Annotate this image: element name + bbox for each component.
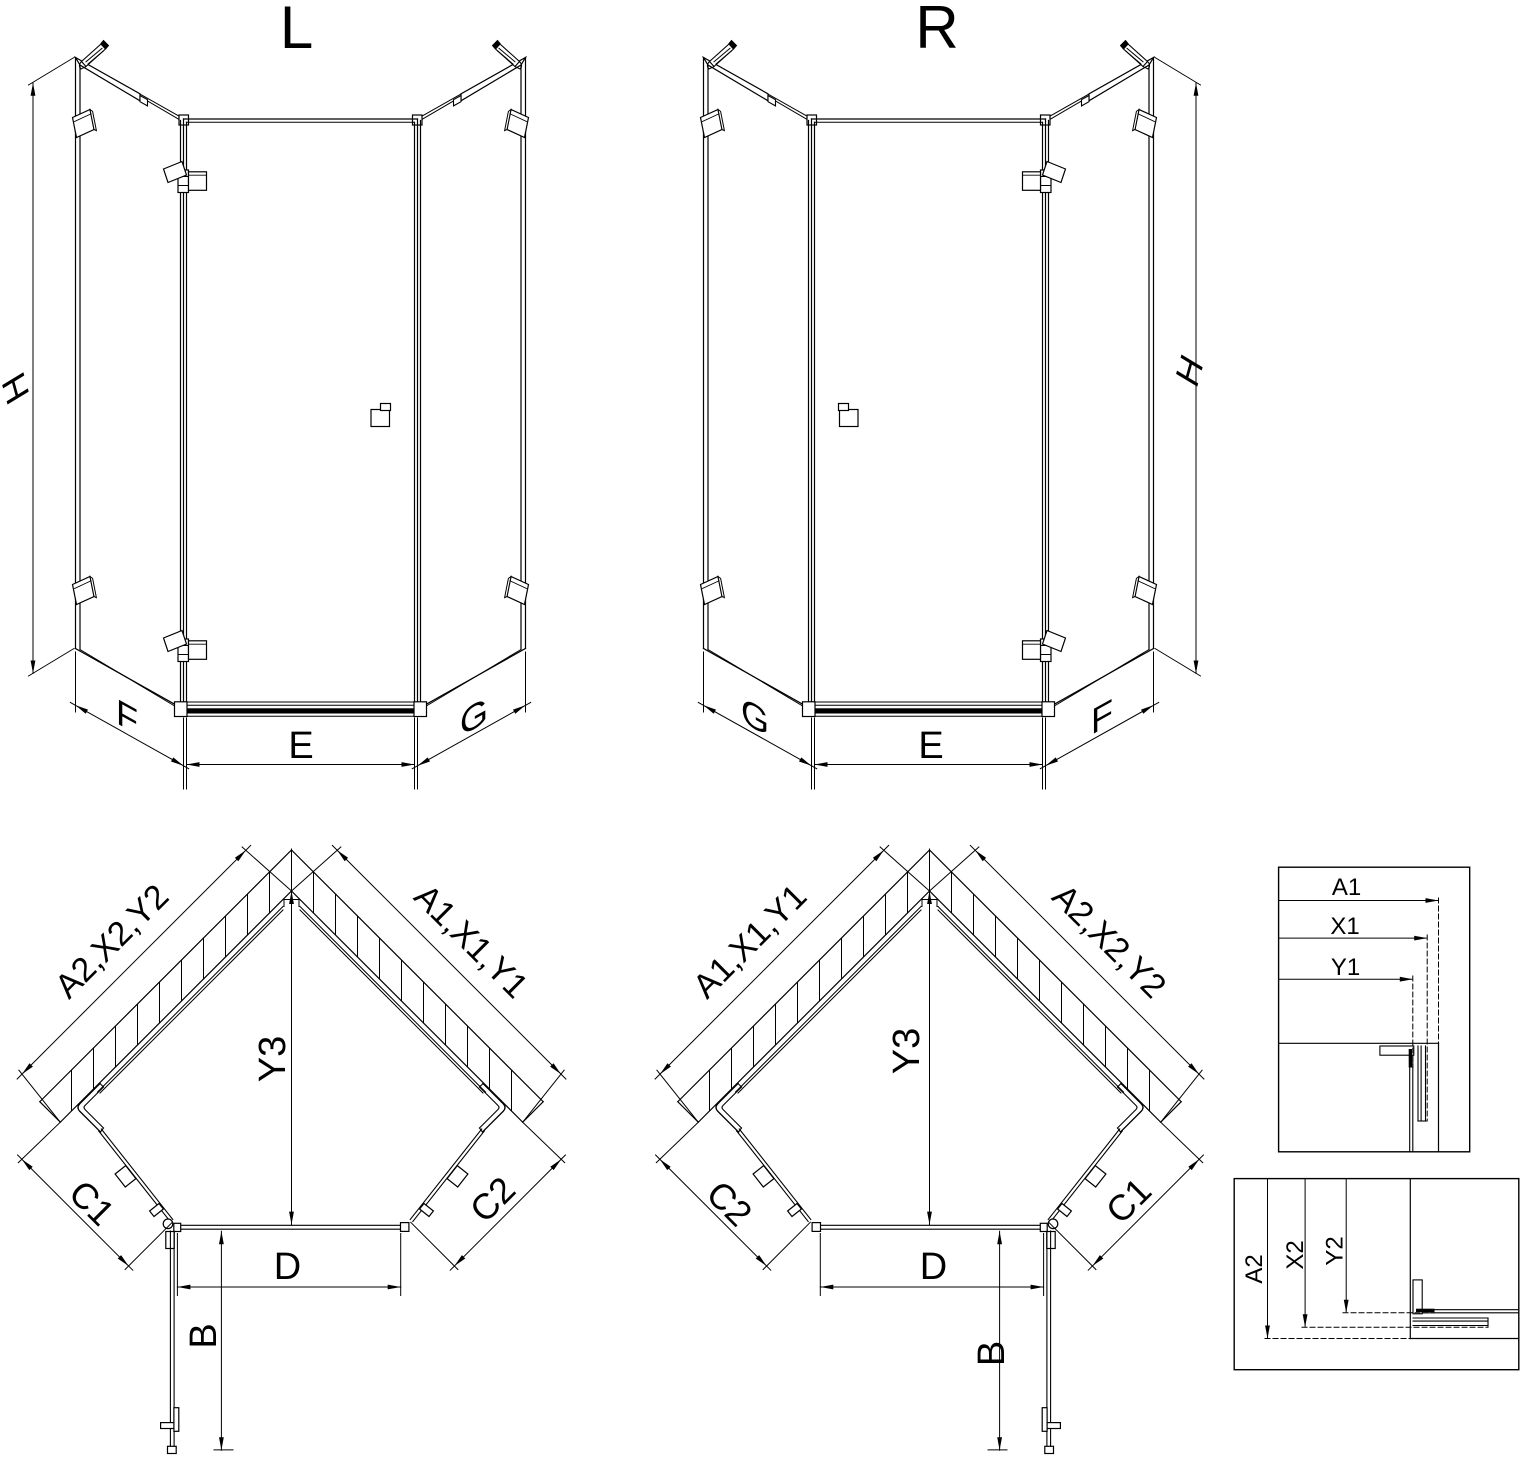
plan-left-dim-d: D [274, 1246, 301, 1288]
door-open-plan [160, 1230, 180, 1455]
plan-right-dim-c1: C1 [1098, 1170, 1160, 1232]
wall-profile-detail-bottom-mirror [1233, 1177, 1520, 1371]
plan-view-geometry [16, 844, 567, 1455]
figure-right-dim-g: G [741, 690, 769, 746]
detail-bottom-dim-x2: X2 [1282, 1240, 1309, 1269]
cabin-isometric-geometry [27, 39, 532, 790]
figure-right-title: R [915, 0, 958, 61]
plan-right-dim-c2: C2 [699, 1173, 761, 1235]
plan-left-wall-right-dim: A1,X1,Y1 [407, 877, 535, 1005]
detail-bottom-dim-y2: Y2 [1321, 1236, 1348, 1265]
detail-top-dim-x1: X1 [1330, 913, 1359, 940]
figure-left-dim-h: H [0, 365, 36, 411]
figure-right-dim-h: H [1168, 347, 1210, 393]
figure-left-dim-f: F [116, 691, 138, 743]
plan-left-dim-b: B [183, 1323, 225, 1348]
detail-top-dim-a1: A1 [1332, 874, 1361, 901]
right-panel-dimension [411, 651, 532, 770]
plan-left-dim-y3: Y3 [252, 1036, 294, 1082]
figure-left-title: L [280, 0, 313, 61]
height-dimension [27, 56, 75, 677]
plan-right-wall-left-dim: A1,X1,Y1 [686, 877, 814, 1005]
plan-left-dim-c1: C1 [61, 1172, 123, 1234]
plan-right-dim-y3: Y3 [886, 1028, 928, 1074]
plan-right-wall-right-dim: A2,X2,Y2 [1045, 877, 1173, 1005]
plan-left-dim-c2: C2 [462, 1169, 524, 1231]
side-panels [71, 39, 530, 711]
door [162, 118, 428, 718]
figure-left-dim-e: E [288, 725, 313, 767]
detail-bottom-dim-a2: A2 [1241, 1254, 1268, 1283]
cabin-isometric-right-mirror [697, 39, 1202, 790]
figure-right-dim-f: F [1091, 691, 1113, 743]
wall-profile-detail-geometry [1277, 866, 1471, 1153]
left-panel-dimension [69, 651, 190, 770]
plan-right-dim-d: D [920, 1246, 947, 1288]
plan-right-dim-b: B [971, 1341, 1013, 1366]
figure-right-dim-e: E [918, 725, 943, 767]
plan-left-wall-left-dim: A2,X2,Y2 [48, 877, 176, 1005]
door-width-dimension [183, 717, 418, 790]
figure-left-dim-g: G [460, 690, 488, 746]
detail-top-dim-y1: Y1 [1331, 954, 1360, 981]
plan-dimensions [16, 844, 567, 1451]
labels-layer: L H F E G R H G E F A2,X2,Y2 A1,X1,Y1 Y3… [0, 0, 1361, 1366]
